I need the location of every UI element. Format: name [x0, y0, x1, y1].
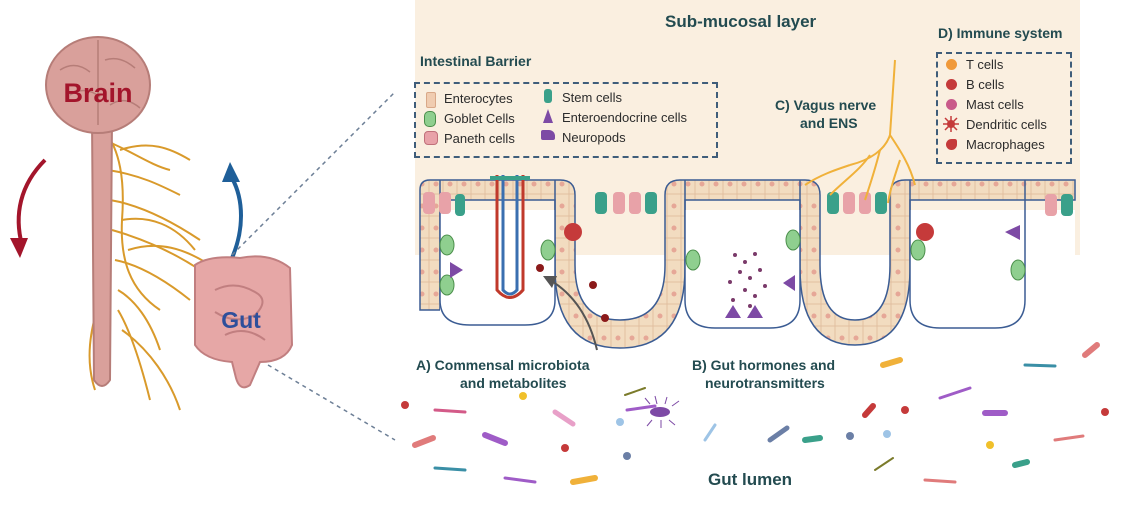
- stem-cell-icon: [544, 89, 552, 103]
- legend-enteroendocrine-cells: Enteroendocrine cells: [562, 110, 688, 125]
- legend-macrophages: Macrophages: [966, 137, 1045, 152]
- enteroendocrine-icon: [543, 109, 553, 123]
- legend-enterocytes: Enterocytes: [444, 91, 513, 106]
- immune-title: D) Immune system: [938, 25, 1063, 41]
- legend-b-cells: B cells: [966, 77, 1005, 92]
- mast-cell-icon: [946, 99, 957, 110]
- label-hormones-line1: B) Gut hormones and: [692, 357, 836, 373]
- label-vagus-line1: C) Vagus nerve: [775, 97, 877, 113]
- microbiota: [401, 342, 1109, 485]
- zoom-line-bottom: [267, 364, 396, 441]
- legend-dendritic-cells: Dendritic cells: [966, 117, 1047, 132]
- enterocyte-icon: [426, 92, 436, 108]
- label-microbiota-line2: and metabolites: [460, 375, 567, 391]
- metabolite-2: [589, 281, 597, 289]
- metabolite-1: [536, 264, 544, 272]
- brain-label: Brain: [63, 78, 132, 108]
- gut-label: Gut: [221, 307, 261, 333]
- vagus-nerve-icon: [804, 59, 916, 204]
- hormone-particles: [728, 252, 767, 308]
- legend-goblet-cells: Goblet Cells: [444, 111, 515, 126]
- immune-legend: [936, 52, 1072, 164]
- macrophage-icon: [946, 139, 957, 150]
- b-cell-1: [564, 223, 582, 241]
- spinal-cord: [90, 119, 114, 387]
- label-vagus-line2: and ENS: [800, 115, 858, 131]
- barrier-title: Intestinal Barrier: [420, 53, 532, 69]
- legend-neuropods: Neuropods: [562, 130, 626, 145]
- ascending-arrow: [222, 162, 243, 259]
- gut-icon: [194, 255, 294, 389]
- legend-t-cells: T cells: [966, 57, 1004, 72]
- lumen-title: Gut lumen: [708, 470, 793, 489]
- legend-mast-cells: Mast cells: [966, 97, 1024, 112]
- intestinal-epithelium: [419, 175, 1076, 351]
- legend-stem-cells: Stem cells: [562, 90, 622, 105]
- zoom-line-top: [231, 91, 396, 256]
- b-cell-icon: [946, 79, 957, 90]
- capillary-loop: [490, 175, 530, 299]
- epithelial-cells: [423, 192, 1073, 318]
- metabolite-3: [601, 314, 609, 322]
- descending-arrow: [10, 158, 47, 258]
- goblet-cell-icon: [424, 111, 436, 127]
- microbiota-arrow: [549, 279, 598, 351]
- paneth-cell-icon: [424, 131, 438, 145]
- crypt-walls: [439, 180, 1026, 329]
- submucosal-title: Sub-mucosal layer: [665, 12, 817, 31]
- brain-icon: [45, 36, 151, 134]
- legend-paneth-cells: Paneth cells: [444, 131, 515, 146]
- label-hormones-line2: neurotransmitters: [705, 375, 825, 391]
- neuropod-icon: [541, 130, 555, 140]
- label-microbiota-line1: A) Commensal microbiota: [416, 357, 590, 373]
- barrier-legend: [414, 82, 718, 158]
- b-cell-2: [916, 223, 934, 241]
- dendritic-cell-icon: [943, 116, 959, 132]
- brain-gut-figure: Brain Gut: [10, 36, 396, 441]
- bacterium-flagellated: [644, 395, 680, 428]
- t-cell-icon: [946, 59, 957, 70]
